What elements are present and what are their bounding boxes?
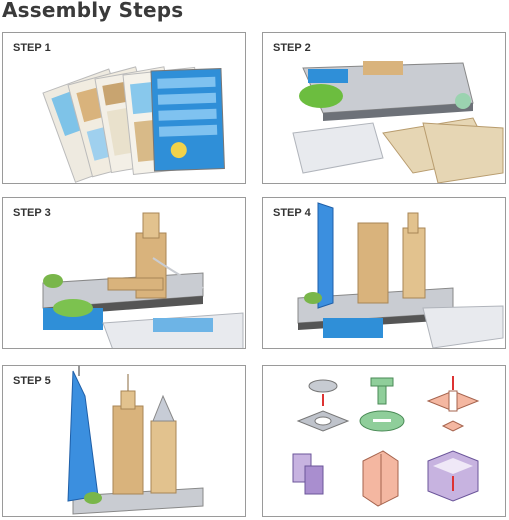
round-tab-icon [296, 379, 350, 432]
step-3-label: STEP 3 [13, 207, 51, 219]
step-2-panel: STEP 2 [262, 32, 506, 184]
t-tab-icon [359, 377, 405, 432]
step-1-panel: STEP 1 [2, 32, 246, 184]
interlock-icon [292, 453, 324, 495]
connection-guide-illustration [292, 376, 480, 507]
step-1-label: STEP 1 [13, 42, 51, 54]
page-title: Assembly Steps [2, 0, 184, 22]
step-4-illustration [297, 202, 504, 348]
connection-guide-panel [262, 365, 506, 517]
step-5-panel: STEP 5 [2, 365, 246, 517]
step-5-label: STEP 5 [13, 375, 51, 387]
step-2-label: STEP 2 [273, 42, 311, 54]
cross-slot-icon [426, 376, 480, 432]
step-2-illustration [292, 61, 504, 183]
step-3-panel: STEP 3 [2, 197, 246, 349]
step-4-label: STEP 4 [273, 207, 311, 219]
corner-joint-icon [362, 450, 399, 507]
step-5-illustration [67, 366, 204, 515]
step-4-panel: STEP 4 [262, 197, 506, 349]
step-3-illustration [42, 212, 244, 348]
box-corner-icon [427, 450, 479, 502]
step-1-illustration [42, 66, 225, 183]
